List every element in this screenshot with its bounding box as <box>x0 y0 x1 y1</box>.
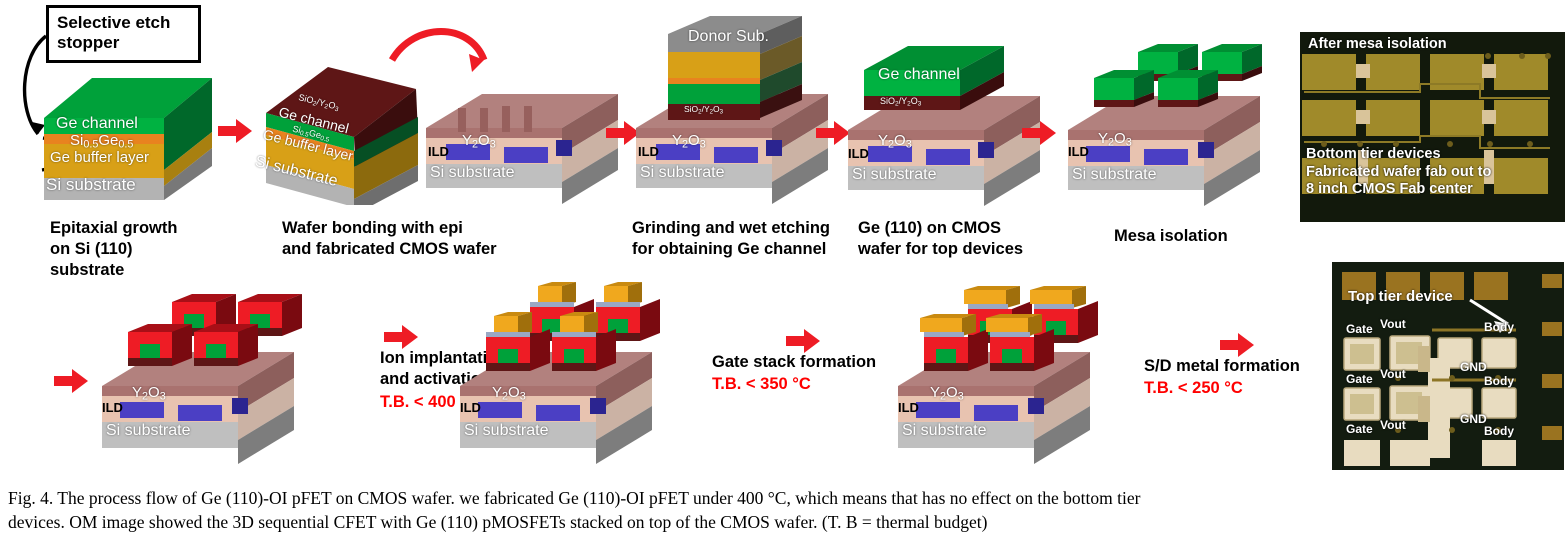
layer-label-ild-4: ILD <box>848 146 869 161</box>
layer-label-si-substrate: Si substrate <box>46 175 136 194</box>
layer-label-ild-8: ILD <box>898 400 919 415</box>
layer-label-y2o3-8: Y2O3 <box>930 384 964 403</box>
step3-diagram: Donor Sub. SiO2/Y2O3 Y2O3 ILD Si substra… <box>634 14 844 204</box>
figure-caption-line2: devices. OM image showed the 3D sequenti… <box>8 512 988 532</box>
layer-label-y2o3-5: Y2O3 <box>1098 130 1132 149</box>
om-pad-label-vout-3: Vout <box>1380 418 1406 432</box>
om-pad-label-gate-1: Gate <box>1346 322 1373 336</box>
step7-diagram: Y2O3 ILD Si substrate <box>450 282 680 470</box>
om-pad-label-gnd-1: GND <box>1460 360 1487 374</box>
step2b-cmos-wafer-diagram: Y2O3 ILD Si substrate <box>424 92 624 204</box>
arrow-step6-to-step7 <box>384 325 418 349</box>
step5-label: Mesa isolation <box>1114 227 1228 245</box>
layer-label-y2o3-4: Y2O3 <box>878 132 912 151</box>
om-top-note: Bottom tier devices Fabricated wafer fab… <box>1306 146 1492 198</box>
step2-diagram: SiO2/Y2O3 Ge channel Si0.5Ge0.5 Ge buffe… <box>253 55 436 205</box>
layer-label-si-substrate-7: Si substrate <box>464 422 549 439</box>
step1-diagram: Ge channel Si0.5Ge0.5 Ge buffer layer Si… <box>36 70 216 200</box>
om-pad-label-body-3: Body <box>1484 424 1514 438</box>
om-top-title: After mesa isolation <box>1308 36 1447 52</box>
step6-label: Ion implantation and activation <box>380 349 508 389</box>
layer-label-ild: ILD <box>428 144 449 159</box>
arrow-step7-to-step8 <box>786 329 820 353</box>
arrow-to-step6 <box>54 369 88 393</box>
step5-diagram: Y2O3 ILD Si substrate <box>1058 44 1278 209</box>
step2-label: Wafer bonding with epi and fabricated CM… <box>282 219 497 259</box>
layer-label-y2o3-6: Y2O3 <box>132 384 166 403</box>
layer-label-ild-7: ILD <box>460 400 481 415</box>
arrow-flip-bond <box>388 28 488 72</box>
step3-label: Grinding and wet etching for obtaining G… <box>632 219 830 259</box>
layer-label-ge-channel-4: Ge channel <box>878 66 960 83</box>
arrow-step4-to-step5 <box>1022 121 1056 145</box>
om-pad-label-gate-2: Gate <box>1346 372 1373 386</box>
om-image-top-tier: Top tier device Gate Vout Body Gate Vout… <box>1332 262 1564 470</box>
arrow-step2-to-step3 <box>606 121 640 145</box>
om-pad-label-vout-2: Vout <box>1380 367 1406 381</box>
om-pad-label-gate-3: Gate <box>1346 422 1373 436</box>
layer-label-si-substrate-6: Si substrate <box>106 422 191 439</box>
step7-thermal-budget: T.B. < 350 °C <box>712 375 811 393</box>
step8-label: S/D metal formation <box>1144 357 1300 375</box>
layer-label-y2o3-7: Y2O3 <box>492 384 526 403</box>
step8-diagram: Y2O3 ILD Si substrate <box>888 286 1118 474</box>
step4-label: Ge (110) on CMOS wafer for top devices <box>858 219 1024 259</box>
layer-label-ge-channel: Ge channel <box>56 115 138 132</box>
arrow-to-om-bottom <box>1220 333 1254 357</box>
om-bottom-title: Top tier device <box>1348 288 1453 305</box>
layer-label-ge-buffer: Ge buffer layer <box>50 149 149 166</box>
om-pad-label-vout-1: Vout <box>1380 317 1406 331</box>
layer-label-y2o3-3: Y2O3 <box>672 132 706 151</box>
step7-label: Gate stack formation <box>712 353 877 371</box>
selective-etch-stopper-note: Selective etch stopper <box>46 5 201 63</box>
layer-label-ild-6: ILD <box>102 400 123 415</box>
arrow-step1-to-step2 <box>218 119 252 143</box>
arrow-step3-to-step4 <box>816 121 850 145</box>
layer-label-sige: Si0.5Ge0.5 <box>70 132 134 151</box>
step4-diagram: Ge channel SiO2/Y2O3 Y2O3 ILD Si substra… <box>846 44 1061 206</box>
layer-label-si-substrate-2b: Si substrate <box>430 164 515 181</box>
layer-label-si-substrate-8: Si substrate <box>902 422 987 439</box>
layer-label-si-substrate-3: Si substrate <box>640 164 725 181</box>
om-image-bottom-tier: After mesa isolation Bottom tier devices… <box>1300 32 1565 222</box>
step1-label: Epitaxial growth on Si (110) substrate <box>50 219 178 280</box>
layer-label-y2o3: Y2O3 <box>462 132 496 151</box>
figure-caption-line1: Fig. 4. The process flow of Ge (110)-OI … <box>8 488 1141 508</box>
om-pad-label-body-2: Body <box>1484 374 1514 388</box>
layer-label-ild-5: ILD <box>1068 144 1089 159</box>
om-pad-label-gnd-2: GND <box>1460 412 1487 426</box>
layer-label-si-substrate-4: Si substrate <box>852 166 937 183</box>
om-pad-label-body-1: Body <box>1484 320 1514 334</box>
step6-diagram: Y2O3 ILD Si substrate <box>92 292 317 470</box>
layer-label-ild-3: ILD <box>638 144 659 159</box>
layer-label-donor-sub: Donor Sub. <box>688 28 769 45</box>
layer-label-sio2-y2o3-3: SiO2/Y2O3 <box>684 104 724 116</box>
layer-label-si-substrate-5: Si substrate <box>1072 166 1157 183</box>
layer-label-sio2-y2o3-4: SiO2/Y2O3 <box>880 96 922 108</box>
step8-thermal-budget: T.B. < 250 °C <box>1144 379 1243 397</box>
